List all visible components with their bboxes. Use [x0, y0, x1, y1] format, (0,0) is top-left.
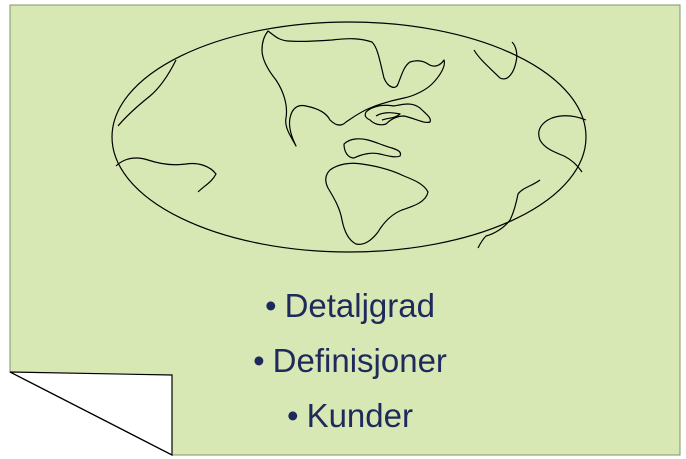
cuba: [375, 112, 401, 121]
arctic-coast: [473, 41, 518, 80]
bullet-label: Detaljgrad: [284, 287, 435, 324]
pacific-coast-left: [117, 59, 177, 127]
globe-outline: [111, 21, 587, 253]
africa-south: [477, 179, 541, 249]
north-america: [261, 30, 445, 147]
bullet-list: •Detaljgrad •Definisjoner •Kunder: [150, 278, 550, 443]
bullet-label: Kunder: [306, 397, 413, 434]
caribbean: [364, 103, 431, 126]
bullet-item-detaljgrad: •Detaljgrad: [150, 278, 550, 333]
africa-coast: [538, 115, 587, 173]
bullet-dot: •: [287, 397, 299, 434]
central-america: [343, 138, 402, 159]
bullet-label: Definisjoner: [272, 342, 447, 379]
world-map-icon: [111, 21, 587, 253]
paper-fold-line: [9, 371, 173, 456]
bullet-dot: •: [253, 342, 265, 379]
left-land: [115, 157, 217, 193]
bullet-item-kunder: •Kunder: [150, 388, 550, 443]
bullet-dot: •: [265, 287, 277, 324]
bullet-item-definisjoner: •Definisjoner: [150, 333, 550, 388]
south-america: [325, 162, 429, 245]
